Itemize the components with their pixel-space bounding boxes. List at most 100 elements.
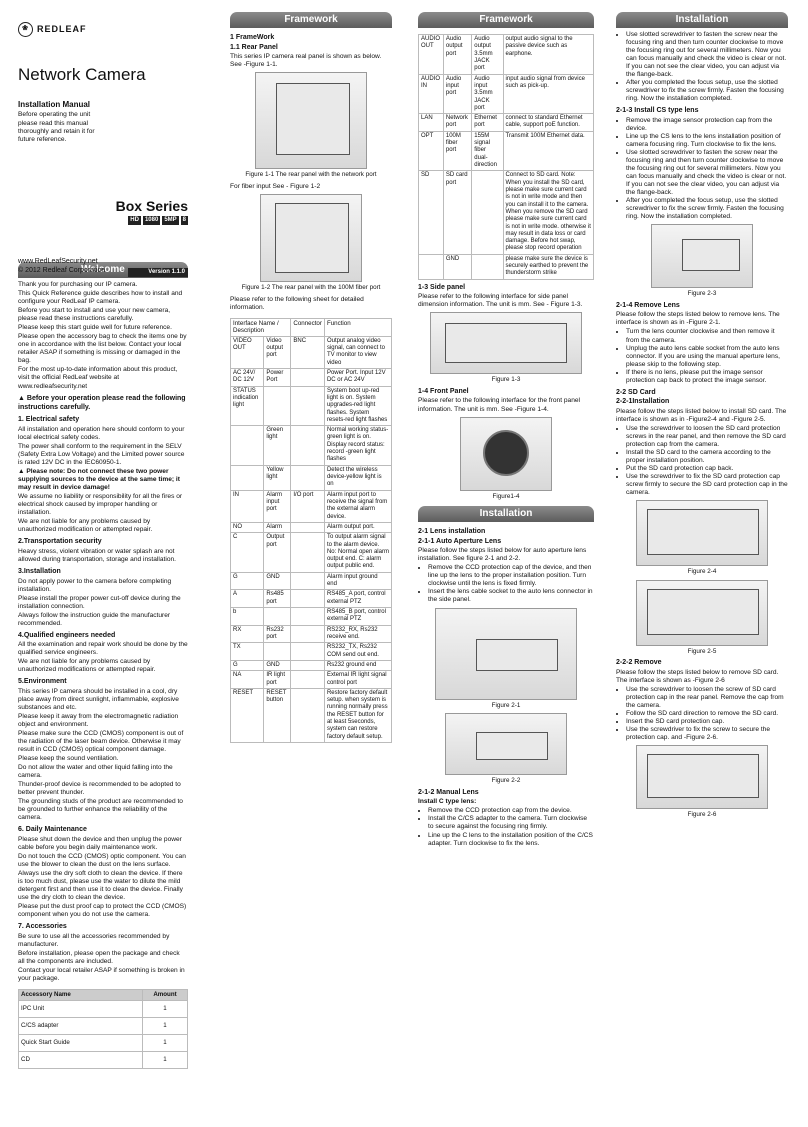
- para: Please keep it away from the electromagn…: [18, 713, 179, 729]
- cell: Rs232 ground end: [323, 659, 392, 672]
- column-header: Accessory Name: [18, 988, 143, 1001]
- cell: 100M fiber port: [442, 130, 473, 172]
- list-item: Use slotted screwdriver to fasten the sc…: [626, 149, 788, 197]
- cell: System boot up-red light is on. System u…: [323, 385, 392, 427]
- cell: IN: [230, 489, 265, 523]
- cell: Output port: [263, 532, 292, 573]
- cell: NO: [230, 521, 265, 534]
- camera-illustration: [647, 509, 759, 556]
- cell: STATUS indication light: [230, 385, 265, 427]
- camera-illustration: [682, 239, 740, 272]
- cell: [230, 464, 265, 491]
- cell: G: [230, 571, 265, 591]
- step-list: Remove the CCD protection cap from the d…: [418, 807, 594, 847]
- section-heading: 2-2-1Installation: [616, 398, 670, 406]
- cell: Alarm input ground end: [323, 571, 392, 591]
- sd-remove-figure: [636, 745, 768, 810]
- para: Contact your local retailer ASAP if some…: [18, 966, 185, 982]
- series-name: Box Series: [115, 197, 188, 214]
- installation-banner: Installation: [418, 506, 594, 523]
- cell: RESET: [230, 687, 265, 744]
- cell: Power Port. Input 12V DC or AC 24V: [323, 367, 392, 387]
- camera-illustration: [476, 638, 558, 671]
- section-heading: 2-2 SD Card: [616, 388, 656, 396]
- list-item: Use the screwdriver to fix the screw to …: [626, 726, 788, 742]
- para: Please follow the steps listed below to …: [616, 668, 779, 685]
- cell: [290, 670, 325, 689]
- list-item: Turn the lens counter clockwise and then…: [626, 328, 788, 344]
- figure-caption: Figure 2-2: [491, 777, 521, 785]
- list-item: Put the SD card protection cap back.: [626, 465, 788, 473]
- figure-caption: Figure 2-4: [687, 568, 717, 576]
- copyright: © 2012 Redleaf Corporation: [18, 267, 105, 276]
- cell: Normal working status-green light is on.…: [323, 425, 392, 466]
- para: Be sure to use all the accessories recom…: [18, 932, 170, 948]
- para: Please follow the steps listed below to …: [616, 311, 780, 327]
- installation-banner-2: Installation: [616, 12, 788, 28]
- step-list: Use the screwdriver to loosen the SD car…: [616, 425, 788, 497]
- cell: AC 24V/ DC 12V: [230, 367, 265, 387]
- para: Thank you for purchasing our IP camera.: [18, 281, 138, 288]
- cell: Alarm output port.: [323, 521, 392, 534]
- para: Please refer to the following interface …: [418, 397, 581, 413]
- table-row: Green light Normal working status-green l…: [230, 425, 392, 466]
- redleaf-logo-icon: ❀: [18, 22, 33, 37]
- cell: A: [230, 589, 265, 608]
- cell: 155M signal fiber dual-direction: [471, 130, 504, 172]
- list-item: Insert the SD card protection cap.: [626, 718, 788, 726]
- cell: [263, 607, 292, 626]
- list-item: Remove the CCD protection cap from the d…: [428, 807, 594, 815]
- figure-caption: Figure 2-3: [687, 290, 717, 298]
- sub-heading: Install C type lens:: [418, 798, 477, 806]
- cell: C/CS adapter: [18, 1016, 143, 1035]
- website-link[interactable]: www.redleafsecurity.net: [18, 383, 88, 391]
- url-block: www.RedLeafSecurity.net © 2012 Redleaf C…: [18, 258, 105, 275]
- cell: RS485_A port, control external PTZ: [323, 589, 392, 608]
- lens-install-figure: [435, 607, 577, 700]
- para: Thunder-proof device is recommended to b…: [18, 781, 181, 797]
- badge: 1080: [142, 215, 161, 225]
- cell: GND: [263, 659, 292, 672]
- list-item: If there is no lens, please put the imag…: [626, 369, 788, 385]
- cell: I/O port: [290, 489, 325, 523]
- para: The grounding studs of the product are r…: [18, 798, 183, 822]
- cell: OPT: [418, 130, 444, 172]
- cell: [263, 385, 292, 427]
- para: The power shall conform to the requireme…: [18, 443, 185, 467]
- camera-illustration: [647, 754, 759, 799]
- cell: [290, 464, 325, 491]
- cell: Yellow light: [263, 464, 292, 491]
- rear-panel-figure: [255, 72, 367, 170]
- cell: [290, 642, 325, 661]
- cell: Alarm: [263, 521, 292, 534]
- section-heading: 1. Electrical safety: [18, 416, 80, 424]
- para: Please install the proper power cut-off …: [18, 594, 181, 610]
- figure-caption: Figure 1-2 The rear panel with the 100M …: [241, 283, 381, 291]
- cell: GND: [263, 571, 292, 591]
- framework-banner: Framework: [230, 12, 392, 28]
- para: Please keep the sound ventilation.: [18, 755, 119, 763]
- cell: Green light: [263, 425, 292, 466]
- version-badge: Version 1.1.0: [128, 268, 188, 278]
- para: For the most up-to-date information abou…: [18, 366, 178, 382]
- cell: Audio input 3.5mm JACK port: [471, 73, 504, 115]
- list-item: Remove the image sensor protection cap f…: [626, 117, 788, 133]
- para: Always follow the instruction guide the …: [18, 611, 171, 627]
- para: Please refer to the following sheet for …: [230, 295, 364, 311]
- cell: Rs485 port: [263, 589, 292, 608]
- para: All the examination and repair work shou…: [18, 641, 188, 657]
- section-heading: 2-1-4 Remove Lens: [616, 301, 680, 309]
- cell: input audio signal from device such as p…: [502, 73, 594, 115]
- para: Please shut down the device and then unp…: [18, 835, 182, 851]
- para: All installation and operation here shou…: [18, 426, 185, 442]
- cell: 1: [142, 999, 188, 1018]
